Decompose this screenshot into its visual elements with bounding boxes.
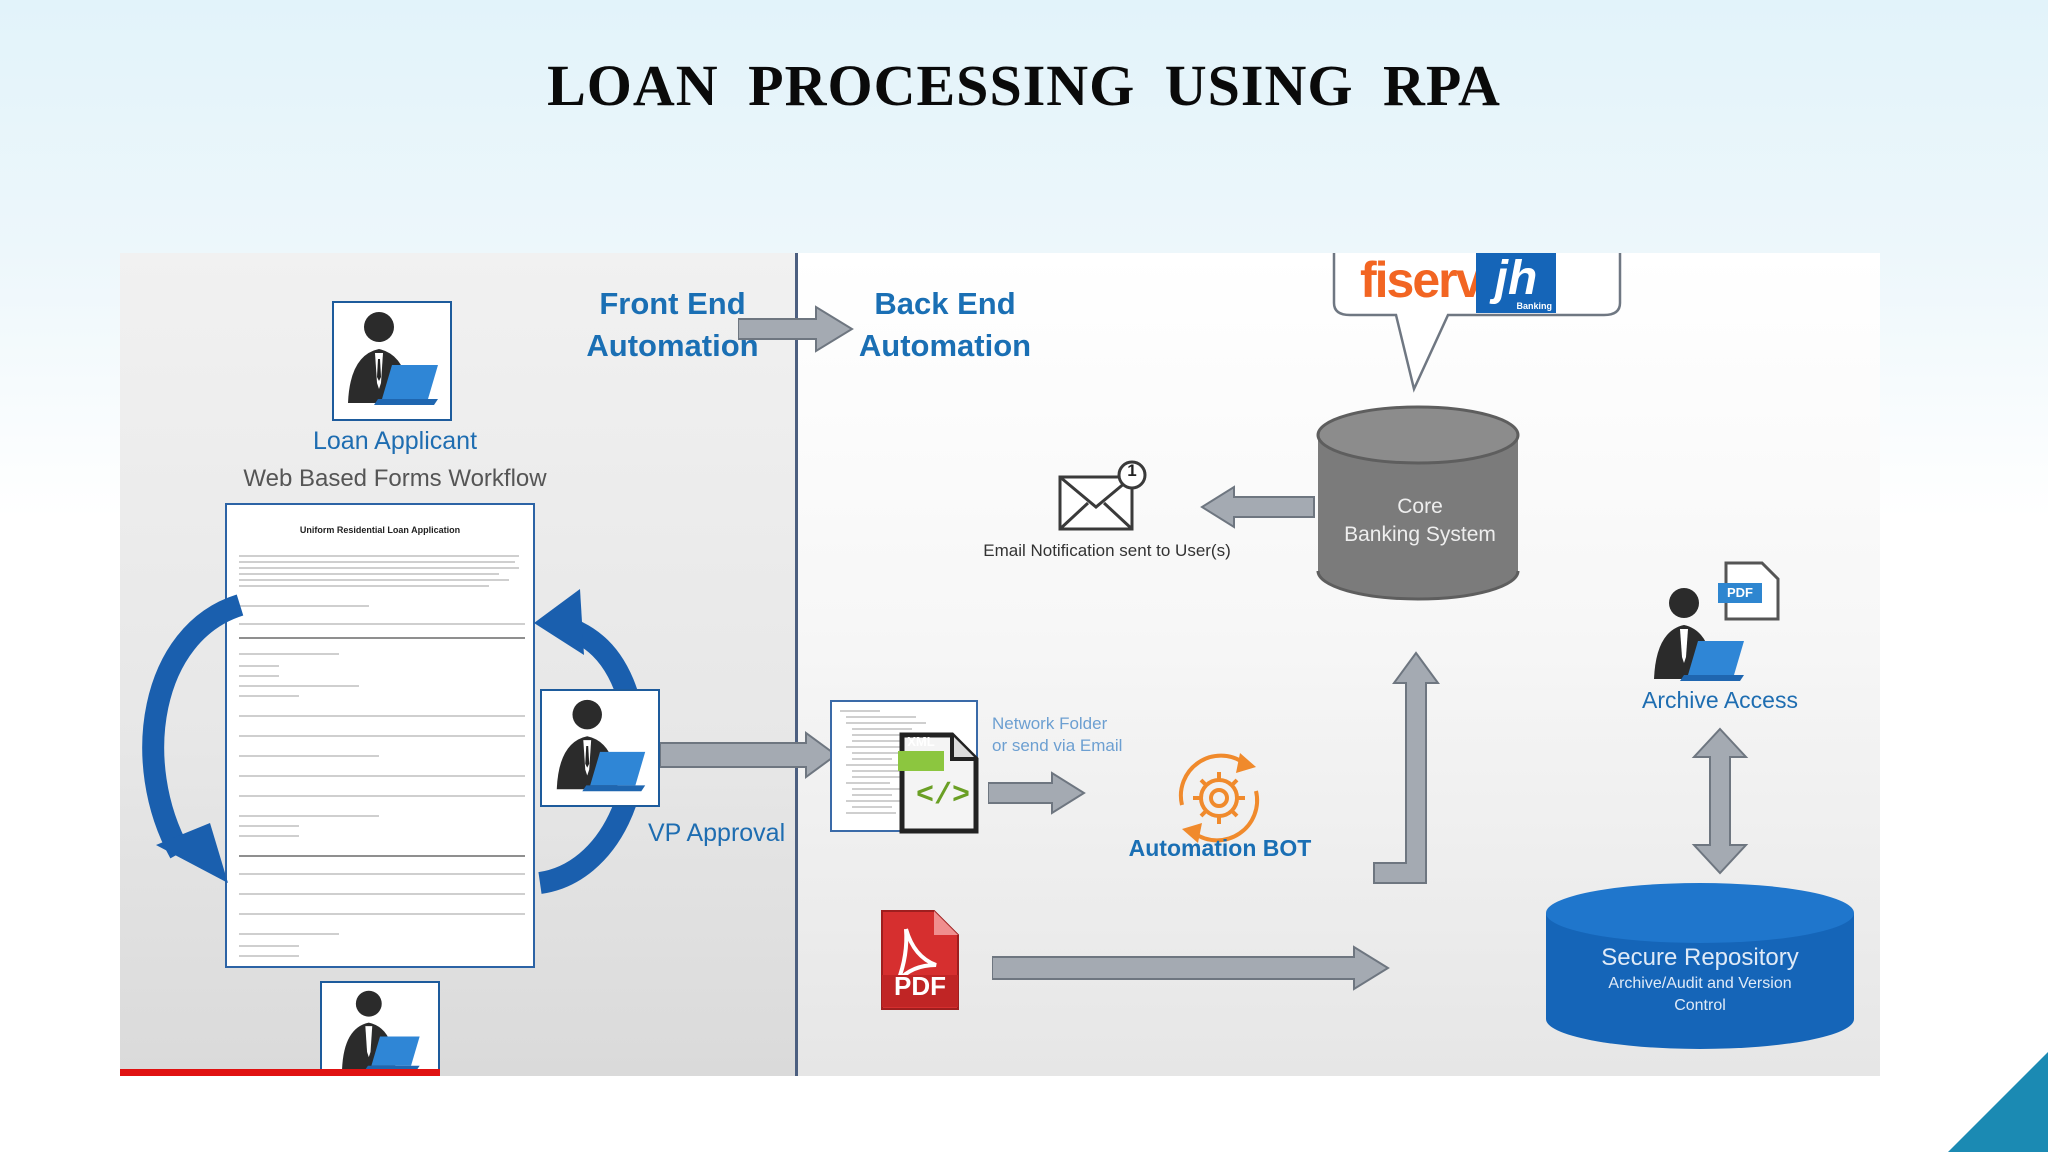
pdf-to-repo-arrow bbox=[992, 945, 1390, 991]
network-line1: Network Folder bbox=[992, 714, 1108, 733]
network-line2: or send via Email bbox=[992, 736, 1123, 755]
secure-repository-cylinder bbox=[1546, 883, 1854, 1049]
jh-logo-text: jh bbox=[1494, 253, 1538, 305]
back-end-line2: Automation bbox=[858, 328, 1032, 363]
repo-line1: Secure Repository bbox=[1601, 944, 1799, 971]
video-progress-bar bbox=[120, 1069, 440, 1076]
email-notification-label: Email Notification sent to User(s) bbox=[983, 541, 1231, 560]
vp-approval-label: VP Approval bbox=[648, 819, 786, 847]
network-folder-label: Network Folder or send via Email bbox=[992, 713, 1122, 757]
page-title: LOAN PROCESSING USING RPA bbox=[547, 53, 1501, 118]
front-end-line2: Automation bbox=[586, 328, 759, 363]
repo-line2: Archive/Audit and Version bbox=[1608, 975, 1792, 992]
fiserv-logo: fiserv. bbox=[1360, 253, 1492, 308]
vp-to-xml-arrow bbox=[660, 731, 838, 779]
form-title: Uniform Residential Loan Application bbox=[299, 525, 461, 535]
corner-decoration bbox=[1948, 1052, 2048, 1152]
bottom-user-box bbox=[320, 981, 440, 1076]
secure-repository-label: Secure Repository Archive/Audit and Vers… bbox=[1540, 943, 1860, 1017]
vp-approver-box bbox=[540, 689, 660, 807]
front-to-back-arrow bbox=[738, 305, 854, 353]
front-end-line1: Front End bbox=[599, 286, 746, 321]
archive-pdf-badge: PDF bbox=[1727, 585, 1753, 600]
jh-logo: jh Banking bbox=[1476, 253, 1556, 313]
pdf-file-icon bbox=[881, 910, 959, 1010]
front-end-label: Front End Automation bbox=[550, 283, 795, 367]
bot-to-core-arrow bbox=[1373, 651, 1440, 884]
archive-repo-arrow bbox=[1691, 727, 1749, 875]
back-end-line1: Back End bbox=[874, 286, 1016, 321]
person-laptop-icon bbox=[342, 990, 420, 1071]
xml-file-icon bbox=[898, 732, 979, 834]
core-line1: Core bbox=[1397, 495, 1443, 518]
person-laptop-icon bbox=[348, 312, 438, 405]
xml-code-glyph: </> bbox=[915, 779, 970, 813]
loan-applicant-label: Loan Applicant bbox=[312, 427, 478, 455]
core-banking-label: Core Banking System bbox=[1310, 493, 1530, 549]
email-badge-count: 1 bbox=[1127, 461, 1137, 480]
repo-line3: Control bbox=[1674, 997, 1726, 1014]
web-forms-label: Web Based Forms Workflow bbox=[243, 465, 547, 492]
email-envelope-icon bbox=[1058, 460, 1147, 531]
pdf-file-label: PDF bbox=[894, 971, 946, 1001]
archive-user-icon bbox=[1654, 561, 1780, 681]
core-line2: Banking System bbox=[1344, 523, 1496, 546]
core-to-email-arrow bbox=[1200, 485, 1315, 529]
back-end-label: Back End Automation bbox=[830, 283, 1060, 367]
xml-to-bot-arrow bbox=[988, 771, 1086, 815]
archive-access-label: Archive Access bbox=[1642, 687, 1798, 713]
section-divider bbox=[795, 253, 798, 1076]
loan-applicant-box bbox=[332, 301, 452, 421]
database-cylinder-icon bbox=[1316, 405, 1520, 601]
gear-bot-icon bbox=[1178, 753, 1260, 843]
jh-logo-sub: Banking bbox=[1516, 301, 1552, 311]
loan-application-form: Uniform Residential Loan Application bbox=[225, 503, 535, 968]
automation-bot-label: Automation BOT bbox=[1128, 835, 1312, 861]
diagram-panel: Front End Automation Back End Automation… bbox=[120, 253, 1880, 1076]
left-flow-arrow bbox=[142, 594, 244, 883]
xml-badge: XML bbox=[907, 734, 935, 749]
person-laptop-icon bbox=[556, 699, 646, 792]
